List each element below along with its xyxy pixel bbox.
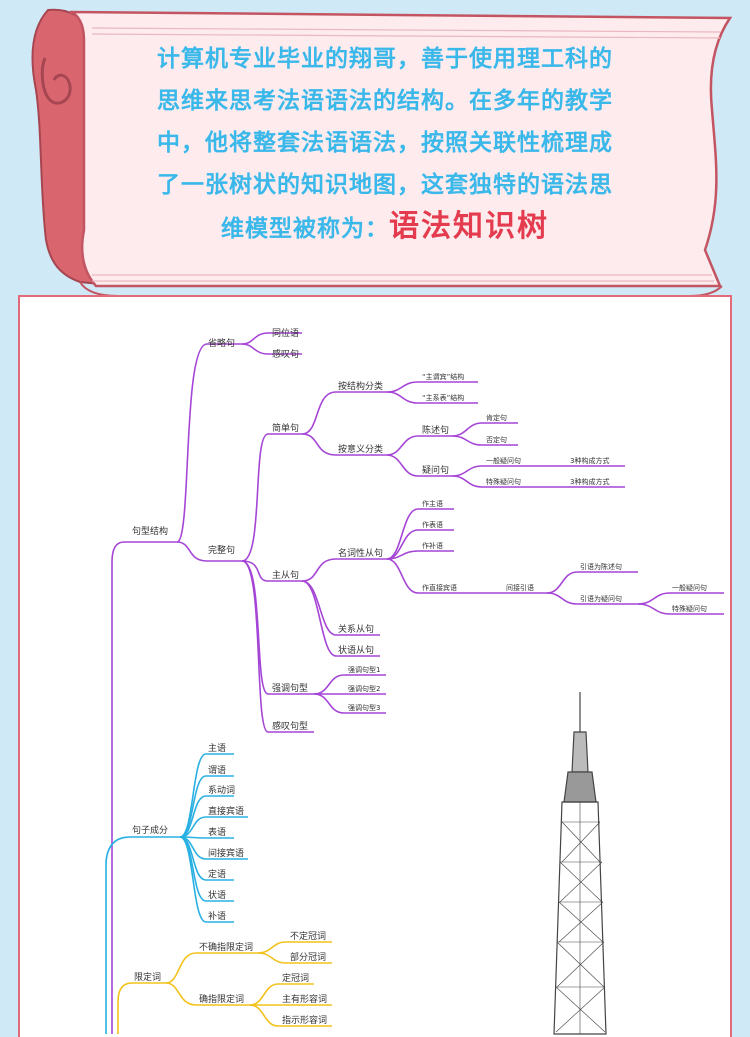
node-three-forms-1: 3种构成方式 (570, 456, 609, 465)
node-declarative: 陈述句 (422, 424, 449, 436)
node-general-question: 一般疑问句 (486, 456, 521, 465)
node-complete: 完整句 (208, 544, 235, 556)
node-noun-clause: 名词性从句 (338, 547, 383, 559)
intro-line-4: 了一张树状的知识地图，这套独特的语法思 (157, 172, 613, 198)
node-determiner: 限定词 (134, 971, 161, 983)
node-indirect-object: 间接宾语 (208, 847, 244, 859)
intro-line-3: 中，他将整套法语语法，按照关联性梳理成 (157, 130, 613, 156)
node-emphatic: 强调句型 (272, 682, 308, 694)
node-as-subject: 作主语 (422, 499, 443, 508)
node-emphatic-3: 强调句型3 (348, 703, 380, 712)
node-affirmative: 肯定句 (486, 413, 507, 422)
mindmap-panel: 句型结构 省略句 同位语 感叹句 完整句 简单句 按结构分类 “主谓宾”结构 “… (18, 295, 732, 1037)
node-predicate: 谓语 (208, 765, 226, 776)
node-exclamation-short: 感叹句 (272, 348, 299, 360)
node-possessive-adjective: 主有形容词 (282, 993, 327, 1005)
node-three-forms-2: 3种构成方式 (570, 477, 609, 486)
node-interrogative: 疑问句 (422, 464, 449, 476)
node-sentence-structure: 句型结构 (132, 525, 168, 537)
node-special-question-2: 特殊疑问句 (672, 604, 707, 613)
node-adverbial: 状语 (208, 889, 226, 901)
intro-line-2: 思维来思考法语语法的结构。在多年的教学 (157, 88, 613, 114)
eiffel-tower-illustration (553, 692, 607, 1035)
node-elliptical: 省略句 (208, 337, 235, 349)
node-emphatic-1: 强调句型1 (348, 665, 380, 674)
node-demonstrative-adjective: 指示形容词 (282, 1014, 327, 1026)
node-adverbial-clause: 状语从句 (338, 644, 374, 656)
node-complex: 主从句 (272, 569, 299, 581)
node-definite-article: 定冠词 (282, 972, 309, 984)
node-as-predicative: 作表语 (422, 520, 443, 529)
node-indefinite-article: 不定冠词 (290, 930, 326, 942)
node-quote-declarative: 引语为陈述句 (580, 562, 622, 571)
node-relative-clause: 关系从句 (338, 623, 374, 635)
node-special-question: 特殊疑问句 (486, 477, 521, 486)
node-by-structure: 按结构分类 (338, 380, 383, 392)
node-partitive-article: 部分冠词 (290, 951, 326, 963)
node-by-meaning: 按意义分类 (338, 443, 383, 455)
intro-text: 计算机专业毕业的翔哥，善于使用理工科的 思维来思考法语语法的结构。在多年的教学 … (100, 38, 670, 250)
node-svo: “主谓宾”结构 (422, 372, 464, 381)
node-definite-determiner: 确指限定词 (199, 993, 244, 1005)
mindmap: 句型结构 省略句 同位语 感叹句 完整句 简单句 按结构分类 “主谓宾”结构 “… (105, 327, 724, 1035)
node-direct-object: 直接宾语 (208, 805, 244, 817)
node-indirect-speech: 间接引语 (506, 583, 534, 592)
grammar-tree-title: 语法知识树 (389, 209, 549, 244)
node-quote-interrogative: 引语为疑问句 (580, 594, 622, 603)
intro-last-line: 维模型被称为： (221, 216, 389, 242)
node-subject: 主语 (208, 742, 226, 754)
node-svc: “主系表”结构 (422, 393, 464, 402)
node-emphatic-2: 强调句型2 (348, 684, 380, 693)
node-exclamation-pattern: 感叹句型 (272, 720, 308, 732)
node-as-direct-object: 作直接宾语 (422, 583, 457, 592)
node-sentence-elements: 句子成分 (132, 824, 168, 836)
node-appositive: 同位语 (272, 327, 299, 339)
node-negative: 否定句 (486, 435, 507, 444)
node-general-question-2: 一般疑问句 (672, 583, 707, 592)
node-predicative: 表语 (208, 826, 226, 838)
node-simple: 简单句 (272, 422, 299, 434)
node-as-complement: 作补语 (422, 541, 443, 550)
node-linking-verb: 系动词 (208, 785, 235, 796)
intro-line-5: 维模型被称为：语法知识树 (100, 206, 670, 250)
node-indefinite-determiner: 不确指限定词 (199, 941, 253, 953)
node-complement: 补语 (208, 910, 226, 922)
intro-line-1: 计算机专业毕业的翔哥，善于使用理工科的 (157, 46, 613, 72)
node-attributive: 定语 (208, 868, 226, 880)
